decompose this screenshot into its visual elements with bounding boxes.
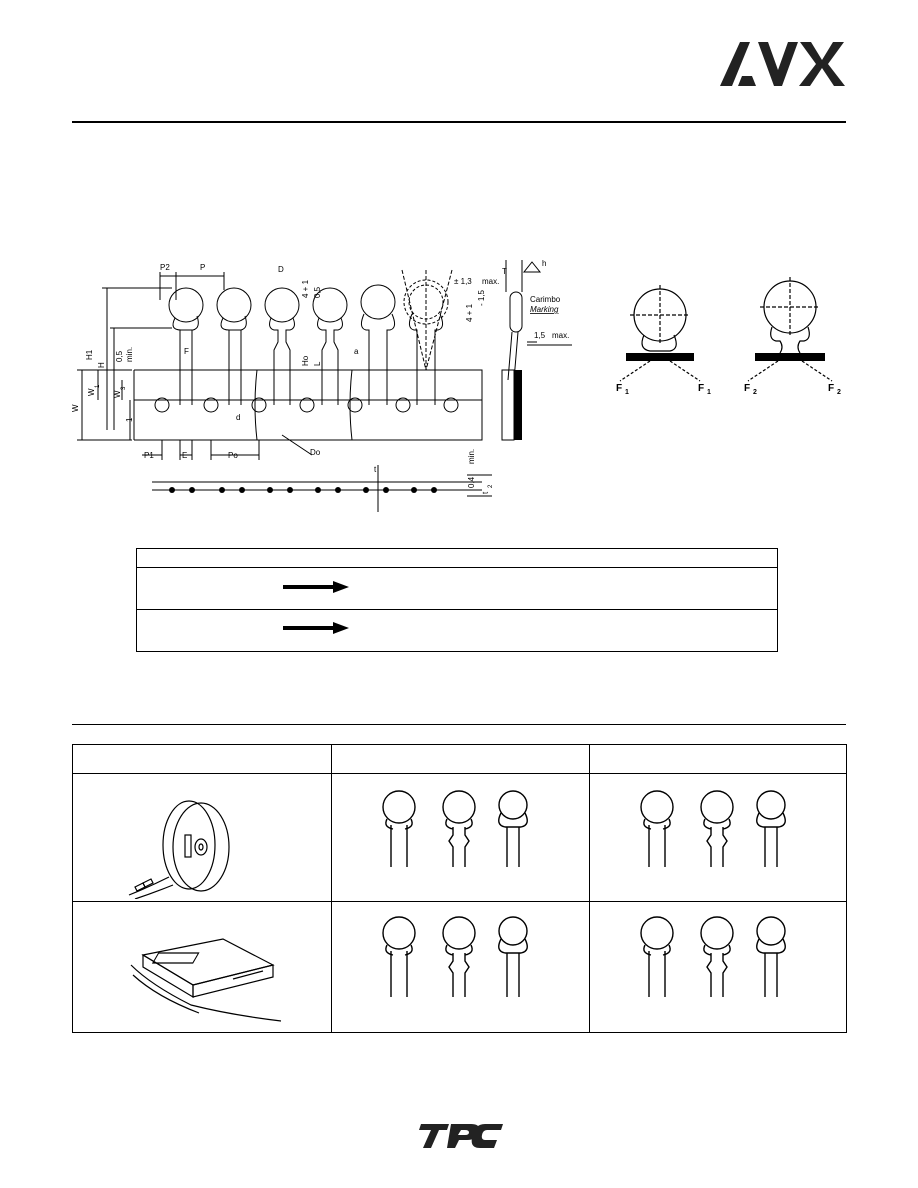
label-min-04: 0,4	[467, 476, 476, 488]
direction-table-header	[137, 549, 777, 568]
label-e: E	[182, 451, 187, 460]
label-w3-sub: 3	[121, 386, 127, 390]
label-min: min.	[125, 347, 134, 362]
packaging-col-line	[589, 745, 590, 1032]
force-f1-right-sub: 1	[707, 389, 711, 395]
force-f2-left-sub: 2	[753, 389, 757, 395]
label-max: max.	[482, 277, 499, 286]
label-h-min: 0,5	[115, 350, 124, 362]
label-w: W	[72, 404, 80, 412]
label-d-body: D	[278, 265, 284, 274]
ammo-pack-image	[130, 938, 282, 1022]
label-a: a	[354, 347, 359, 356]
lead-force-drawing: F 1 F 1 F 2 F 2	[616, 277, 841, 395]
label-po: Po	[228, 451, 238, 460]
label-p2: P2	[160, 263, 170, 272]
reel-packaging-image	[128, 800, 230, 899]
force-f1-right: F	[698, 383, 704, 394]
label-t-lower: t	[374, 465, 377, 474]
label-p1: P1	[144, 451, 154, 460]
capacitor-straight-kinked-group	[640, 916, 786, 997]
label-t2: t	[481, 491, 490, 494]
label-p: P	[200, 263, 205, 272]
label-min-04-min: min.	[467, 449, 476, 464]
header-rule	[72, 121, 846, 123]
packaging-col-line	[331, 745, 332, 1032]
label-pm-13: ± 1,3	[454, 277, 472, 286]
label-w3: W	[113, 390, 122, 398]
label-t2-sub: 2	[488, 484, 494, 488]
packaging-table	[72, 744, 847, 1033]
label-one: 1	[125, 417, 134, 422]
radial-tape-dimension-drawing: P2 P D H1 H 0,5 min. W W 1 W 3 1 F d P1 …	[72, 259, 572, 512]
force-f1-left-sub: 1	[625, 389, 629, 395]
label-h1: H1	[85, 349, 94, 360]
label-h: H	[97, 362, 106, 368]
label-half-a: 0,5	[313, 286, 322, 298]
label-w1-sub: 1	[95, 384, 101, 388]
capacitor-straight-kinked-group	[382, 916, 528, 997]
label-f: F	[184, 347, 189, 356]
force-f2-right: F	[828, 383, 834, 394]
force-f2-left: F	[744, 383, 750, 394]
direction-table	[136, 548, 778, 652]
label-carimbo: Carimbo	[530, 295, 561, 304]
label-d-lead: d	[236, 413, 240, 422]
right-arrow-icon	[283, 581, 349, 593]
label-tmark: T	[502, 267, 507, 276]
label-do: Do	[310, 448, 321, 457]
force-f2-right-sub: 2	[837, 389, 841, 395]
label-max-15: 1,5	[534, 331, 546, 340]
label-minus-half: - 1,5	[477, 289, 486, 306]
label-ho: Ho	[301, 355, 310, 366]
packaging-header-line	[73, 773, 846, 774]
label-four-plus-one-a: 4 + 1	[301, 279, 310, 298]
avx-logo	[720, 42, 845, 86]
label-w1: W	[87, 388, 96, 396]
packaging-row-line	[73, 901, 846, 902]
label-delta-h: h	[542, 259, 546, 268]
capacitor-straight-kinked-group	[640, 790, 786, 867]
section-rule	[72, 724, 846, 725]
label-l: L	[313, 361, 322, 366]
capacitor-straight-kinked-group	[382, 790, 528, 867]
right-arrow-icon	[283, 622, 349, 634]
force-f1-left: F	[616, 383, 622, 394]
label-marking: Marking	[530, 305, 559, 314]
tpc-logo	[419, 1124, 503, 1148]
label-four-plus-one-b: 4 + 1	[465, 303, 474, 322]
direction-table-divider	[137, 609, 777, 610]
label-max-15-max: max.	[552, 331, 569, 340]
